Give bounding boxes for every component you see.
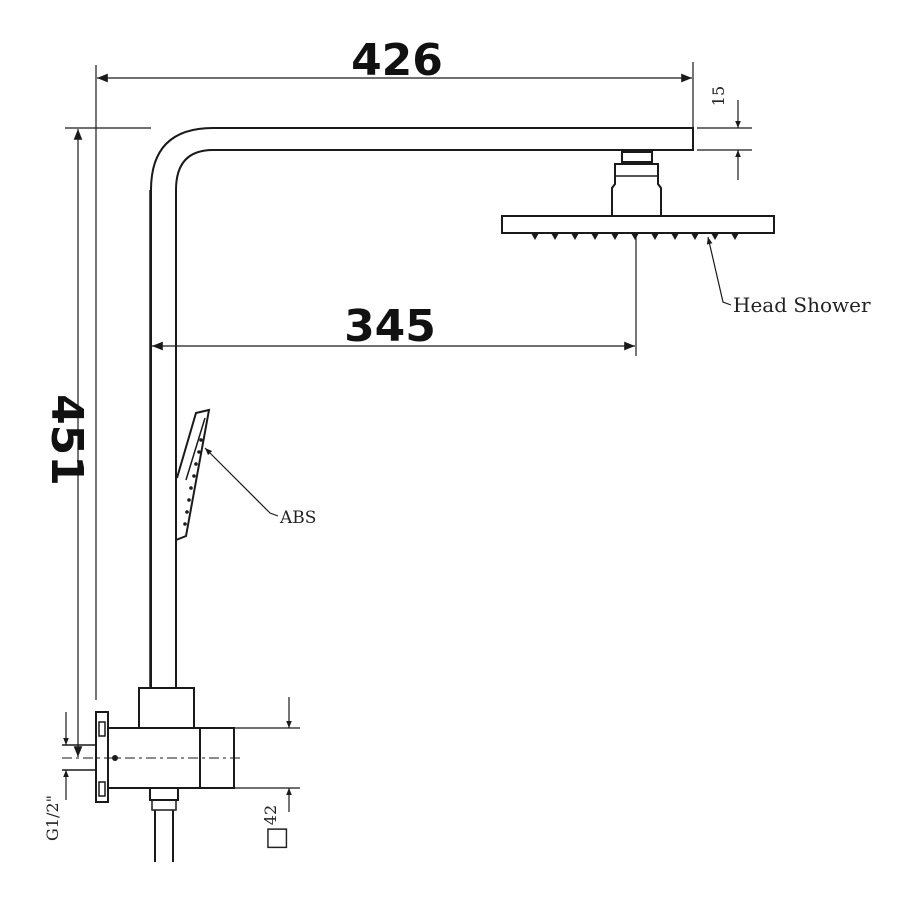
square-section-symbol: □ [265,822,290,852]
dimension-arm-reach: 345 [152,301,635,352]
inlet-thread-label: G1/2" [43,795,62,841]
callout-abs: ABS [204,447,316,528]
body-height-label: 42 [261,805,280,825]
shower-nozzles [531,233,739,240]
dimension-inlet-thread: G1/2" [43,712,69,841]
head-shower [501,151,775,356]
arm-thickness-label: 15 [709,86,728,106]
diverter-body [62,687,240,862]
riser-arm [149,127,694,688]
overall-height-label: 451 [41,394,92,486]
dimension-overall-height: 451 [41,127,151,757]
dimension-arm-thickness: 15 [697,86,752,180]
dimension-overall-width: 426 [95,35,694,700]
head-shower-label: Head Shower [733,293,871,317]
callout-head-shower: Head Shower [706,236,871,317]
dimension-body-height: 42 □ [234,697,300,852]
overall-width-label: 426 [351,35,443,86]
abs-label: ABS [279,508,316,528]
arm-reach-label: 345 [344,301,436,352]
hand-shower [175,408,211,541]
